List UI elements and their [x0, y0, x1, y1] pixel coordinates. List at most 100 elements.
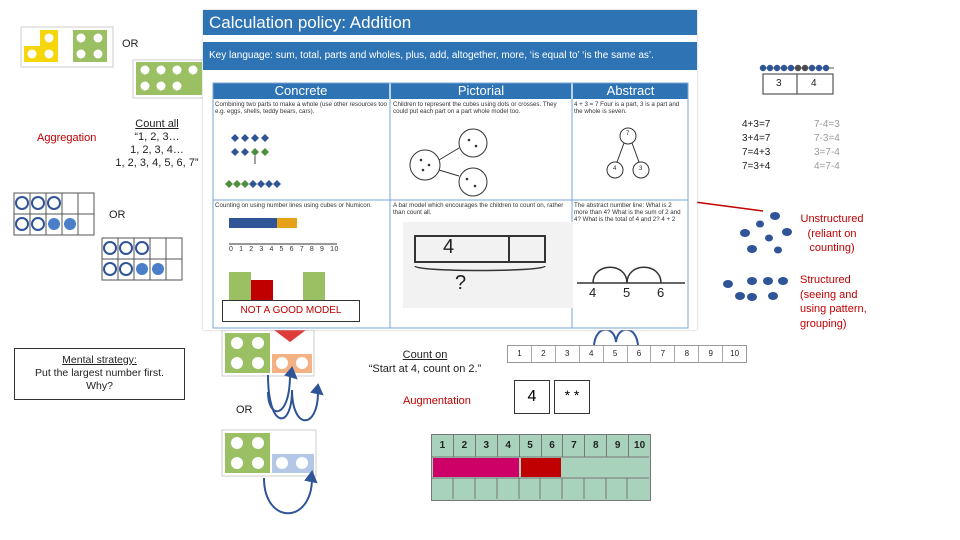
fact-add-4: 7=3+4: [742, 161, 771, 172]
track-cell-8: 8: [585, 435, 608, 457]
number-track: 1 2 3 4 5 6 7 8 9 10: [431, 434, 651, 501]
nl-cell-4: 4: [580, 346, 604, 362]
small-nl-7: 7: [299, 246, 305, 253]
small-nl-1: 1: [239, 246, 244, 253]
small-nl-9: 9: [319, 246, 325, 253]
numicon-four-and-two-a: [221, 329, 315, 377]
nl-num-4: 4: [589, 285, 597, 300]
numicon-four-and-two-b: [221, 429, 317, 477]
bar-part-right: 4: [811, 78, 817, 89]
nl-cell-2: 2: [532, 346, 556, 362]
nl-cell-3: 3: [556, 346, 580, 362]
count-all-line-2: 1, 2, 3, 4…: [130, 144, 184, 156]
augmentation-label: Augmentation: [403, 395, 471, 407]
document-title: Calculation policy: Addition: [203, 10, 697, 35]
small-nl-10: 10: [330, 246, 339, 253]
cell-pictorial-2: A bar model which encourages the childre…: [393, 202, 564, 216]
unstructured-label: Unstructured (reliant on counting): [790, 212, 874, 256]
pw-part-a: 4: [613, 166, 617, 172]
column-pictorial: Pictorial: [391, 83, 571, 99]
mental-strategy-heading: Mental strategy:: [62, 354, 137, 366]
unstructured-dots: [740, 212, 792, 254]
mental-strategy-line-2: Put the largest number first.: [35, 367, 164, 379]
fact-sub-1: 7-4=3: [814, 119, 840, 130]
bar-four-label: 4: [443, 236, 455, 258]
fact-add-3: 7=4+3: [742, 147, 771, 158]
key-language: Key language: sum, total, parts and whol…: [203, 42, 697, 70]
count-on-stars-box: * *: [554, 380, 590, 414]
count-all-line-1: “1, 2, 3…: [134, 131, 180, 143]
track-cell-6: 6: [542, 435, 564, 457]
nl-cell-5: 5: [604, 346, 628, 362]
nl-cell-6: 6: [628, 346, 652, 362]
numicon-yellow-group: [20, 26, 114, 68]
small-nl-5: 5: [279, 246, 284, 253]
bead-string: [759, 64, 834, 72]
count-on-heading: Count on: [402, 349, 448, 361]
structured-line-2: (seeing and: [800, 288, 858, 301]
cell-concrete-2: Counting on using number lines using cub…: [215, 202, 372, 209]
structured-line-3: using pattern,: [800, 303, 867, 315]
nl-cell-10: 10: [730, 349, 740, 358]
jump-arcs: [263, 366, 324, 515]
fact-sub-3: 3=7-4: [814, 147, 840, 158]
small-nl-4: 4: [269, 246, 274, 253]
track-cell-3: 3: [476, 435, 498, 457]
count-on-block: Count on “Start at 4, count on 2.”: [355, 348, 495, 376]
track-cell-2: 2: [454, 435, 476, 457]
cell-concrete-1: Combining two parts to make a whole (use…: [215, 101, 387, 115]
nl-cell-8: 8: [675, 346, 700, 362]
small-nl-3: 3: [259, 246, 264, 253]
small-nl-0: 0: [229, 246, 234, 253]
not-good-model-label: NOT A GOOD MODEL: [240, 305, 342, 316]
track-cell-5: 5: [520, 435, 542, 457]
fact-sub-4: 4=7-4: [814, 161, 840, 172]
policy-document: Calculation policy: Addition Key languag…: [203, 10, 697, 330]
facts-subtraction: 7-4=3 7-3=4 3=7-4 4=7-4: [814, 118, 840, 174]
count-on-arcs: [593, 328, 639, 346]
bar-model-three-four: [762, 73, 834, 95]
mental-strategy-line-3: Why?: [86, 380, 113, 392]
track-cell-1: 1: [432, 435, 454, 457]
number-track-top-row: 1 2 3 4 5 6 7 8 9 10: [432, 435, 650, 457]
track-cell-7: 7: [563, 435, 586, 457]
count-all-heading: Count all: [135, 118, 179, 130]
nl-cell-7: 7: [651, 346, 676, 362]
bar-question-label: ?: [455, 272, 467, 294]
column-abstract: Abstract: [573, 83, 688, 99]
small-number-line: 0 1 2 3 4 5 6 7 8 9 10: [229, 246, 339, 253]
small-nl-8: 8: [309, 246, 315, 253]
track-cell-9: 9: [607, 435, 630, 457]
structured-line-1: Structured: [800, 274, 851, 286]
small-nl-2: 2: [249, 246, 254, 253]
nl-num-6: 6: [657, 285, 665, 300]
aggregation-label: Aggregation: [37, 132, 97, 144]
nl-cell-1: 1: [508, 346, 532, 362]
cell-pictorial-1: Children to represent the cubes using do…: [393, 101, 557, 115]
numicon-seven: [132, 59, 206, 99]
fact-add-2: 3+4=7: [742, 133, 771, 144]
column-concrete: Concrete: [213, 83, 389, 99]
track-cell-10: 10: [634, 440, 646, 451]
unstructured-line-2: (reliant on: [807, 227, 857, 240]
structured-dots: [723, 277, 788, 301]
pw-part-b: 3: [639, 166, 643, 172]
cell-abstract-1: 4 + 3 = 7 Four is a part, 3 is a part an…: [574, 101, 680, 115]
or-label-top: OR: [122, 38, 139, 50]
unstructured-line-3: counting): [809, 242, 855, 254]
count-all-line-3: 1, 2, 3, 4, 5, 6, 7”: [115, 157, 199, 169]
count-on-line: “Start at 4, count on 2.”: [368, 363, 482, 375]
nl-num-5: 5: [623, 285, 631, 300]
fact-add-1: 4+3=7: [742, 119, 771, 130]
or-label-mid: OR: [109, 209, 126, 221]
facts-addition: 4+3=7 3+4=7 7=4+3 7=3+4: [742, 118, 770, 174]
nl-cell-9: 9: [699, 346, 724, 362]
structured-label: Structured (seeing and using pattern, gr…: [800, 273, 890, 331]
bar-part-left: 3: [776, 78, 782, 89]
count-all-block: Count all “1, 2, 3… 1, 2, 3, 4… 1, 2, 3,…: [102, 118, 212, 170]
or-label-bottom: OR: [236, 404, 253, 416]
ten-frame-2: [101, 237, 183, 281]
stars-box-label: * *: [564, 387, 580, 403]
structured-line-4: grouping): [800, 317, 847, 330]
number-line-count-on: 1 2 3 4 5 6 7 8 9 10: [507, 345, 747, 363]
